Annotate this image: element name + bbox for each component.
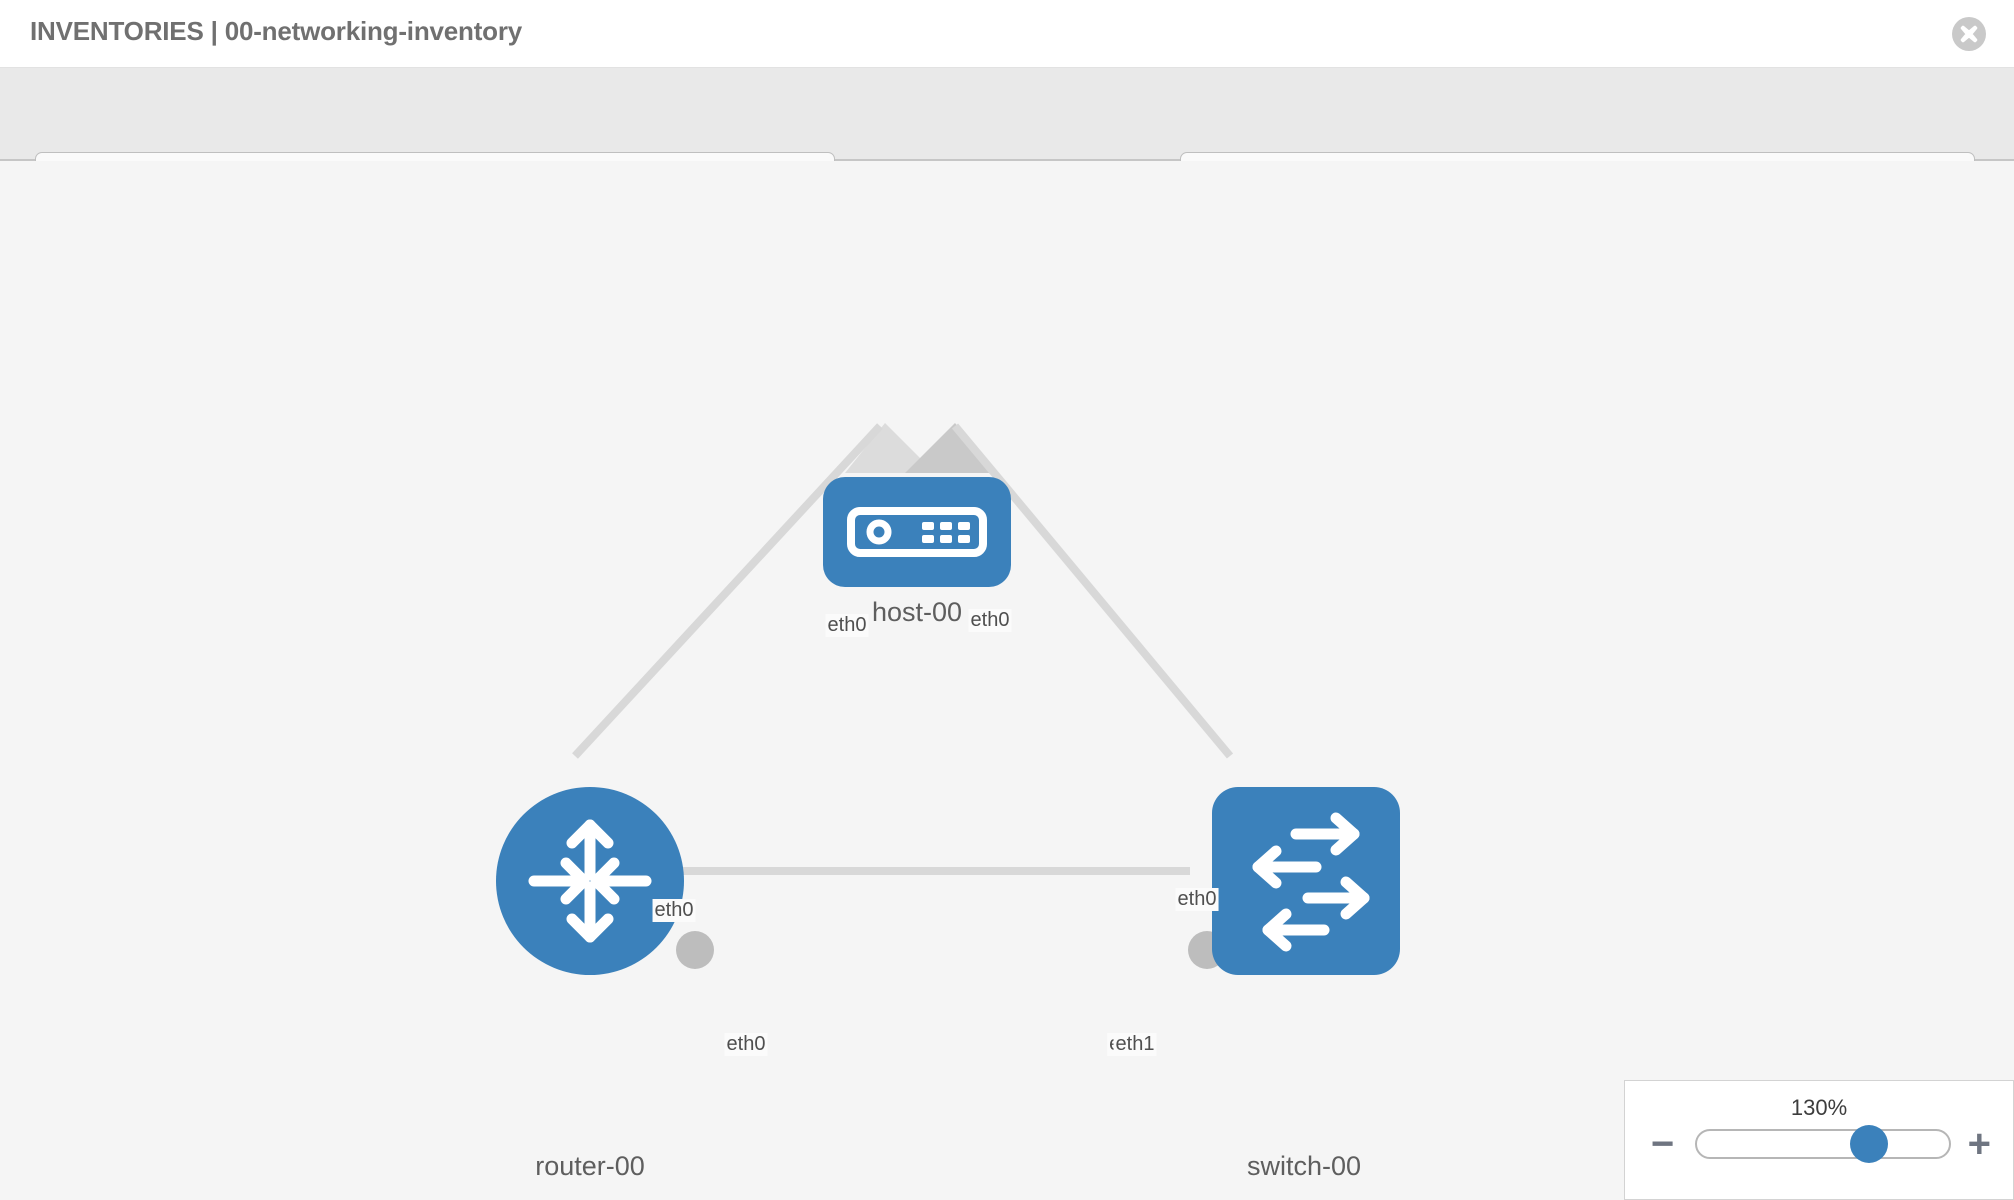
link-host-router (572, 423, 883, 759)
iface-label-switch-up: eth0 (1175, 888, 1219, 911)
node-switch-00[interactable] (1212, 787, 1400, 975)
port-nub (676, 931, 714, 969)
iface-label-host-left: eth0 (825, 614, 869, 637)
close-button[interactable] (1952, 17, 1986, 51)
node-label-host-00: host-00 (868, 597, 966, 628)
iface-label-host-right: eth0 (968, 609, 1012, 632)
topology-canvas[interactable]: host-00 router-00 switch-00 eth0 eth0 et… (0, 161, 2014, 1200)
close-icon (1960, 25, 1978, 43)
zoom-control-panel: 130% − + (1624, 1080, 2014, 1200)
zoom-out-button[interactable]: − (1651, 1122, 1675, 1166)
router-icon (528, 819, 652, 943)
iface-label-router-up: eth0 (652, 899, 696, 922)
node-router-00[interactable] (496, 787, 684, 975)
iface-label-switch-left: eth1 (1113, 1033, 1157, 1056)
topology-graph: host-00 router-00 switch-00 eth0 eth0 et… (0, 161, 2014, 1200)
toolbar: ACTIONS SEARCH (0, 68, 2014, 208)
topology-links (560, 423, 1234, 875)
switch-icon (1252, 812, 1370, 952)
server-icon (847, 507, 987, 557)
zoom-level-label: 130% (1790, 1095, 1848, 1120)
zoom-slider-thumb[interactable] (1850, 1125, 1888, 1163)
node-label-switch-00: switch-00 (1243, 1151, 1365, 1182)
link-host-switch (951, 423, 1234, 759)
zoom-in-button[interactable]: + (1967, 1122, 1991, 1166)
zoom-slider-track[interactable] (1695, 1129, 1951, 1159)
node-host-00[interactable] (823, 477, 1011, 587)
page-header: INVENTORIES | 00-networking-inventory (0, 0, 2014, 68)
node-label-router-00: router-00 (532, 1151, 648, 1182)
iface-label-router-right: eth0 (724, 1033, 768, 1056)
page-title: INVENTORIES | 00-networking-inventory (30, 16, 523, 46)
